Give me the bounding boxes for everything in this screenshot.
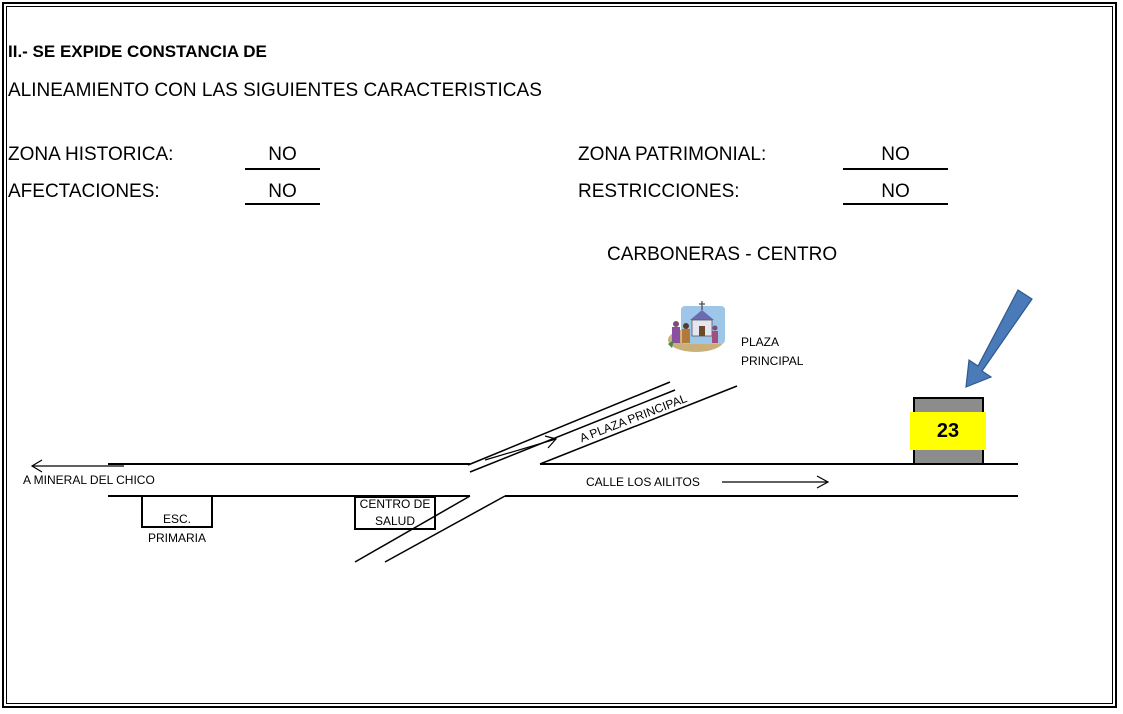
zona-historica-value: NO	[268, 144, 297, 165]
locality-title: CARBONERAS - CENTRO	[607, 244, 838, 265]
zona-patrimonial-underline	[843, 168, 948, 170]
restricciones-underline	[843, 203, 948, 205]
zona-patrimonial-value: NO	[881, 144, 910, 165]
restricciones-label: RESTRICCIONES:	[578, 181, 740, 202]
plaza-road-line-1	[467, 381, 671, 466]
afectaciones-label: AFECTACIONES:	[8, 181, 160, 202]
school-building	[141, 496, 213, 528]
street-label: CALLE LOS AILITOS	[586, 475, 700, 489]
afectaciones-value: NO	[268, 181, 297, 202]
section-subtitle: ALINEAMIENTO CON LAS SIGUIENTES CARACTER…	[8, 80, 542, 101]
restricciones-value: NO	[881, 181, 910, 202]
plaza-label-line2: PRINCIPAL	[741, 354, 804, 368]
health-center-building	[354, 496, 436, 530]
zona-historica-label: ZONA HISTORICA:	[8, 144, 174, 165]
afectaciones-underline	[245, 203, 320, 205]
sw-road-line-2	[384, 495, 506, 563]
church-icon	[668, 301, 725, 352]
health-label-line1: CENTRO DE	[359, 497, 431, 511]
section-title: II.- SE EXPIDE CONSTANCIA DE	[8, 42, 267, 61]
plaza-road-line-2	[469, 389, 676, 473]
zona-historica-underline	[245, 168, 320, 170]
road-mineral-label: A MINERAL DEL CHICO	[23, 473, 155, 487]
pointer-arrow-icon	[965, 289, 1033, 388]
zona-patrimonial-label: ZONA PATRIMONIAL:	[578, 144, 767, 165]
school-label-line1: ESC.	[162, 512, 191, 526]
school-label-line2: PRIMARIA	[147, 531, 206, 545]
lot-number-badge: 23	[910, 412, 986, 450]
plaza-road-line-3	[539, 385, 738, 465]
health-label-line2: SALUD	[374, 514, 415, 528]
plaza-label-line1: PLAZA	[741, 335, 780, 349]
inner-frame	[6, 6, 1113, 704]
plaza-arrow-icon	[484, 438, 557, 461]
